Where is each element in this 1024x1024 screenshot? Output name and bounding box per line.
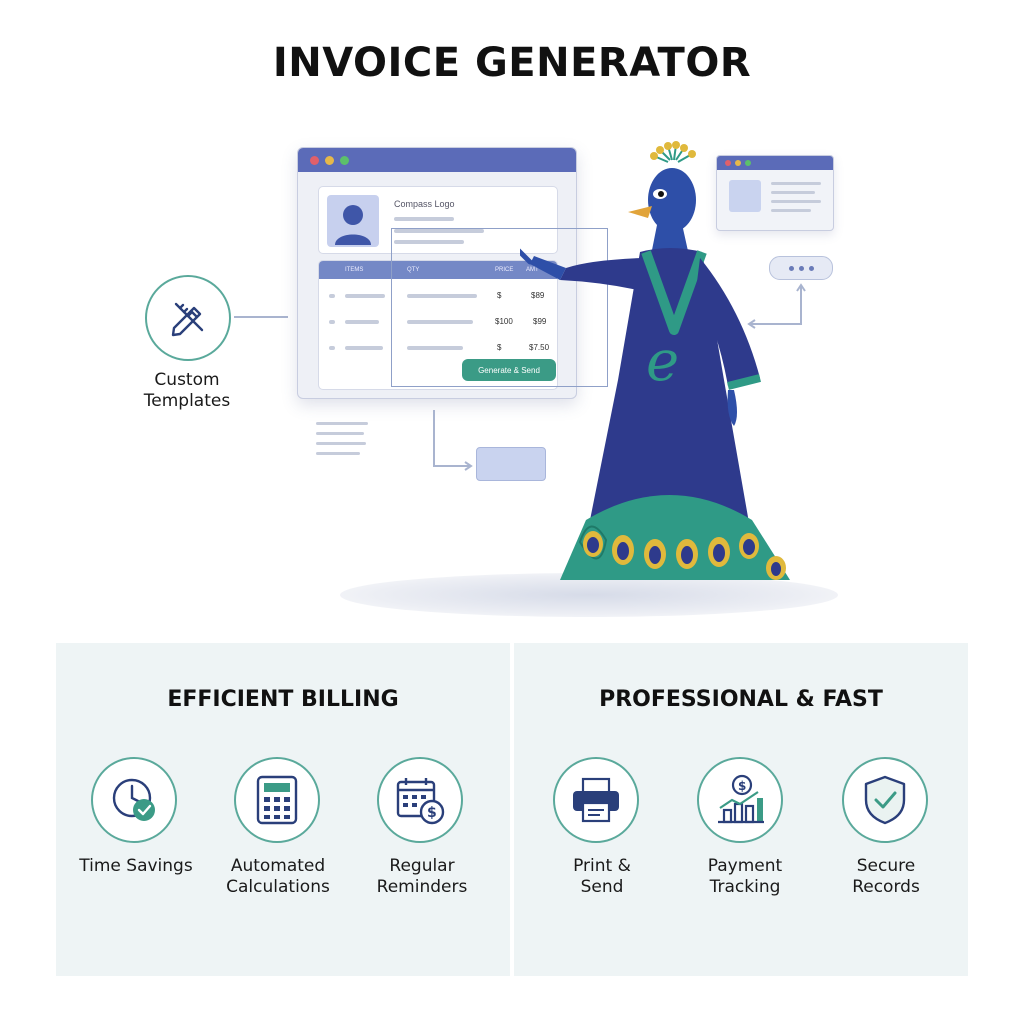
chart-dollar-icon: $ bbox=[718, 774, 764, 824]
window-minimize-dot bbox=[325, 156, 334, 165]
feature-payment-tracking: $ bbox=[697, 757, 783, 843]
svg-text:e: e bbox=[646, 329, 679, 394]
ellipsis-pill bbox=[769, 256, 833, 280]
row-amount: $7.50 bbox=[529, 343, 550, 352]
row-amount: $89 bbox=[531, 291, 545, 300]
section-title-professional-fast: PROFESSIONAL & FAST bbox=[599, 687, 883, 712]
window-maximize-dot bbox=[340, 156, 349, 165]
connector-line bbox=[234, 316, 288, 318]
calendar-dollar-icon: $ bbox=[396, 778, 445, 825]
generate-send-button[interactable]: Generate & Send bbox=[462, 359, 556, 381]
feature-label-automated-calculations: Automated Calculations bbox=[226, 856, 330, 897]
window-close-dot bbox=[310, 156, 319, 165]
window-titlebar bbox=[298, 148, 576, 172]
row-qty: $100 bbox=[495, 317, 513, 326]
svg-text:$: $ bbox=[427, 805, 437, 821]
custom-templates-label: Custom Templates bbox=[143, 370, 231, 411]
invoice-window: Compass Logo ITEMS QTY PRICE AMT $ $89 $… bbox=[297, 147, 577, 399]
text-line bbox=[394, 217, 454, 221]
feature-label-print-send: Print & Send bbox=[573, 856, 631, 897]
calculator-icon bbox=[256, 775, 298, 825]
table-row: $100 $99 bbox=[319, 311, 557, 333]
mini-window-titlebar bbox=[717, 156, 833, 170]
avatar bbox=[327, 195, 379, 247]
feature-label-payment-tracking: Payment Tracking bbox=[707, 856, 783, 897]
table-row: $ $7.50 bbox=[319, 337, 557, 359]
table-header: ITEMS QTY PRICE AMT bbox=[319, 261, 557, 279]
svg-text:$: $ bbox=[738, 779, 746, 793]
printer-icon bbox=[573, 777, 619, 823]
logo-label: Compass Logo bbox=[394, 199, 455, 209]
pencil-ruler-icon bbox=[171, 302, 204, 337]
row-amount: $99 bbox=[533, 317, 547, 326]
table-header-cell: QTY bbox=[407, 267, 420, 273]
shield-check-icon bbox=[864, 775, 906, 825]
row-qty: $ bbox=[497, 343, 502, 352]
mascot-shadow bbox=[340, 573, 838, 617]
mini-window bbox=[716, 155, 834, 231]
table-header-cell: PRICE bbox=[495, 267, 514, 273]
text-line bbox=[394, 229, 484, 233]
feature-label-secure-records: Secure Records bbox=[852, 856, 920, 897]
feature-regular-reminders: $ bbox=[377, 757, 463, 843]
feature-label-time-savings: Time Savings bbox=[79, 856, 193, 876]
feature-secure-records bbox=[842, 757, 928, 843]
row-qty: $ bbox=[497, 291, 502, 300]
feature-automated-calculations bbox=[234, 757, 320, 843]
table-header-cell: ITEMS bbox=[345, 267, 364, 273]
invoice-table: ITEMS QTY PRICE AMT $ $89 $100 $99 $ $7.… bbox=[318, 260, 558, 390]
table-row: $ $89 bbox=[319, 285, 557, 307]
feature-label-regular-reminders: Regular Reminders bbox=[376, 856, 468, 897]
flow-arrow bbox=[433, 410, 473, 471]
clock-check-icon bbox=[112, 778, 155, 821]
custom-templates-icon-circle bbox=[145, 275, 231, 361]
peacock-mascot: e bbox=[520, 141, 790, 580]
pointer-frame bbox=[391, 228, 608, 387]
page-title: INVOICE GENERATOR bbox=[272, 40, 752, 86]
table-header-cell: AMT bbox=[526, 267, 539, 273]
image-placeholder bbox=[729, 180, 761, 212]
section-title-efficient-billing: EFFICIENT BILLING bbox=[167, 687, 399, 712]
text-line bbox=[394, 240, 464, 244]
feature-print-send bbox=[553, 757, 639, 843]
output-box bbox=[476, 447, 546, 481]
feature-time-savings bbox=[91, 757, 177, 843]
logo-card: Compass Logo bbox=[318, 186, 558, 254]
user-icon bbox=[335, 205, 371, 245]
flow-arrow bbox=[747, 283, 806, 329]
